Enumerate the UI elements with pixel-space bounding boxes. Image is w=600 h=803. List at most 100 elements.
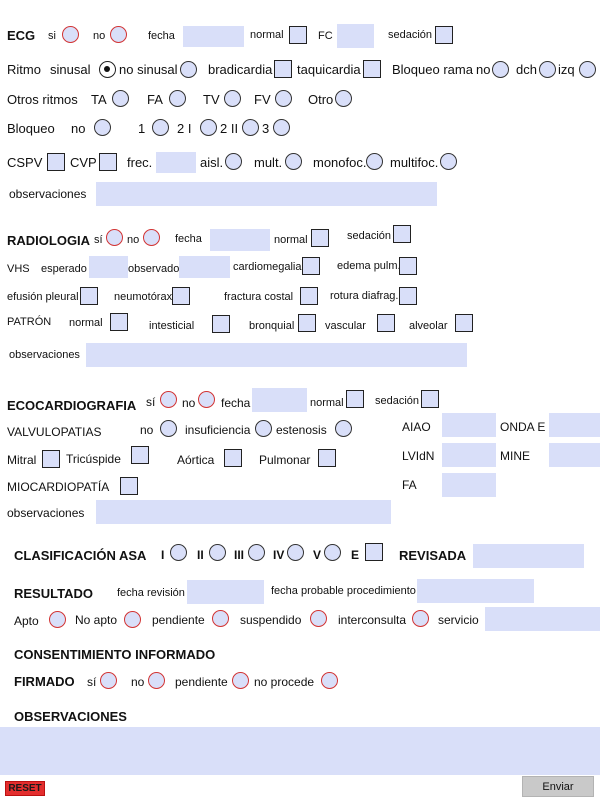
ecg-no-radio[interactable] (110, 26, 127, 43)
esperado-input[interactable] (89, 256, 128, 278)
eco-observaciones-input[interactable] (96, 500, 391, 524)
firmado-pendiente-radio[interactable] (232, 672, 249, 689)
bloqueo-1-radio[interactable] (152, 119, 169, 136)
ecg-sedacion-checkbox[interactable] (435, 26, 453, 44)
ecg-fecha-input[interactable] (183, 26, 244, 47)
eco-normal-checkbox[interactable] (346, 390, 364, 408)
fa-radio[interactable] (169, 90, 186, 107)
observaciones-textarea[interactable] (0, 727, 600, 775)
alveolar-checkbox[interactable] (455, 314, 473, 332)
firmado-pendiente-label: pendiente (175, 675, 228, 689)
firmado-no-radio[interactable] (148, 672, 165, 689)
taquicardia-checkbox[interactable] (363, 60, 381, 78)
servicio-input[interactable] (485, 607, 600, 631)
estenosis-radio[interactable] (335, 420, 352, 437)
ta-radio[interactable] (112, 90, 129, 107)
edema-checkbox[interactable] (399, 257, 417, 275)
radiologia-title: RADIOLOGIA (7, 233, 91, 248)
asa-iii-radio[interactable] (248, 544, 265, 561)
bloqueo-no-radio[interactable] (94, 119, 111, 136)
suspendido-radio[interactable] (310, 610, 327, 627)
radiologia-fecha-input[interactable] (210, 229, 270, 251)
pulmonar-checkbox[interactable] (318, 449, 336, 467)
radiologia-observaciones-input[interactable] (86, 343, 467, 367)
patron-normal-checkbox[interactable] (110, 313, 128, 331)
ecg-observaciones-input[interactable] (96, 182, 437, 206)
neumotorax-checkbox[interactable] (172, 287, 190, 305)
ecg-normal-checkbox[interactable] (289, 26, 307, 44)
vhs-label: VHS (7, 263, 30, 275)
sinusal-label: sinusal (50, 62, 91, 77)
multifoc-radio[interactable] (440, 153, 457, 170)
aortica-checkbox[interactable] (224, 449, 242, 467)
efusion-checkbox[interactable] (80, 287, 98, 305)
onda-e-input[interactable] (549, 413, 600, 437)
frec-label: frec. (127, 155, 153, 170)
no-apto-radio[interactable] (124, 611, 141, 628)
fractura-checkbox[interactable] (300, 287, 318, 305)
aiao-input[interactable] (442, 413, 496, 437)
cspv-checkbox[interactable] (47, 153, 65, 171)
mult-radio[interactable] (285, 153, 302, 170)
sinusal-radio[interactable] (99, 61, 116, 78)
vascular-checkbox[interactable] (377, 314, 395, 332)
firmado-si-radio[interactable] (100, 672, 117, 689)
bronquial-checkbox[interactable] (298, 314, 316, 332)
ecg-si-radio[interactable] (62, 26, 79, 43)
eco-fecha-input[interactable] (252, 388, 307, 412)
radiologia-si-radio[interactable] (106, 229, 123, 246)
bloqueo-2i-radio[interactable] (200, 119, 217, 136)
insuficiencia-radio[interactable] (255, 420, 272, 437)
pendiente-radio[interactable] (212, 610, 229, 627)
dch-radio[interactable] (539, 61, 556, 78)
eco-sedacion-checkbox[interactable] (421, 390, 439, 408)
aisl-radio[interactable] (225, 153, 242, 170)
observado-input[interactable] (179, 256, 230, 278)
aisl-label: aisl. (200, 155, 224, 170)
monofoc-radio[interactable] (366, 153, 383, 170)
eco-si-radio[interactable] (160, 391, 177, 408)
bloqueo-rama-no-radio[interactable] (492, 61, 509, 78)
reset-button[interactable]: RESET (5, 781, 45, 796)
eco-no-radio[interactable] (198, 391, 215, 408)
fa-label: FA (147, 92, 163, 107)
rotura-checkbox[interactable] (399, 287, 417, 305)
asa-e-checkbox[interactable] (365, 543, 383, 561)
mine-input[interactable] (549, 443, 600, 467)
ecg-fc-input[interactable] (337, 24, 374, 48)
bradicardia-checkbox[interactable] (274, 60, 292, 78)
asa-i-radio[interactable] (170, 544, 187, 561)
interconsulta-radio[interactable] (412, 610, 429, 627)
radiologia-sedacion-checkbox[interactable] (393, 225, 411, 243)
radiologia-no-radio[interactable] (143, 229, 160, 246)
enviar-button[interactable]: Enviar (522, 776, 594, 797)
frec-input[interactable] (156, 152, 196, 173)
fecha-probable-input[interactable] (417, 579, 534, 603)
bloqueo-2ii-radio[interactable] (242, 119, 259, 136)
no-procede-radio[interactable] (321, 672, 338, 689)
miocardiopatia-checkbox[interactable] (120, 477, 138, 495)
valvulopatias-no-radio[interactable] (160, 420, 177, 437)
fv-radio[interactable] (275, 90, 292, 107)
asa-v-radio[interactable] (324, 544, 341, 561)
fecha-revision-input[interactable] (187, 580, 264, 604)
tricuspide-checkbox[interactable] (131, 446, 149, 464)
asa-ii-radio[interactable] (209, 544, 226, 561)
cvp-checkbox[interactable] (99, 153, 117, 171)
otro-radio[interactable] (335, 90, 352, 107)
mitral-checkbox[interactable] (42, 450, 60, 468)
asa-e-label: E (351, 548, 360, 562)
taquicardia-label: taquicardia (297, 62, 361, 77)
no-sinusal-radio[interactable] (180, 61, 197, 78)
bloqueo-3-radio[interactable] (273, 119, 290, 136)
lvidn-input[interactable] (442, 443, 496, 467)
asa-iv-radio[interactable] (287, 544, 304, 561)
izq-radio[interactable] (579, 61, 596, 78)
fa-eco-input[interactable] (442, 473, 496, 497)
revisada-input[interactable] (473, 544, 584, 568)
radiologia-normal-checkbox[interactable] (311, 229, 329, 247)
tv-radio[interactable] (224, 90, 241, 107)
apto-radio[interactable] (49, 611, 66, 628)
cardiomegalia-checkbox[interactable] (302, 257, 320, 275)
intesticial-checkbox[interactable] (212, 315, 230, 333)
